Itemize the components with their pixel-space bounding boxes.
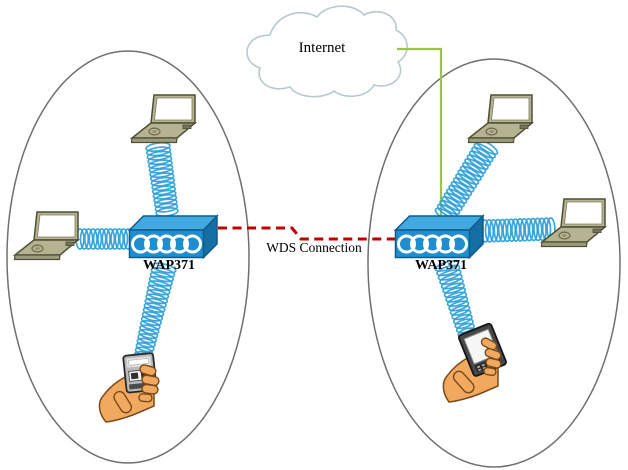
wds-connection-line [218,226,396,241]
coil-right-top [434,139,499,223]
right-side-laptop-icon [540,198,606,248]
coil-right-side [480,217,556,243]
left-coverage-ellipse [6,50,250,464]
right-top-laptop-icon [467,94,533,144]
wired-uplink-line [397,47,443,220]
coil-left-side [75,228,133,250]
left-access-point-label: WAP371 [142,258,196,273]
internet-label: Internet [298,40,346,56]
left-top-laptop-icon [130,94,196,144]
coil-left-bottom [133,262,177,362]
right-hand-with-handheld-icon [442,322,507,403]
right-coverage-ellipse [367,58,621,468]
coil-left-top [145,141,179,217]
right-access-point-label: WAP371 [414,258,468,273]
left-access-point-icon [128,214,219,259]
internet-cloud-icon [246,5,408,98]
left-side-laptop-icon [13,211,79,261]
wds-connection-label: WDS Connection [266,240,362,255]
left-hand-with-handheld-icon [98,352,160,423]
right-access-point-icon [394,214,485,259]
